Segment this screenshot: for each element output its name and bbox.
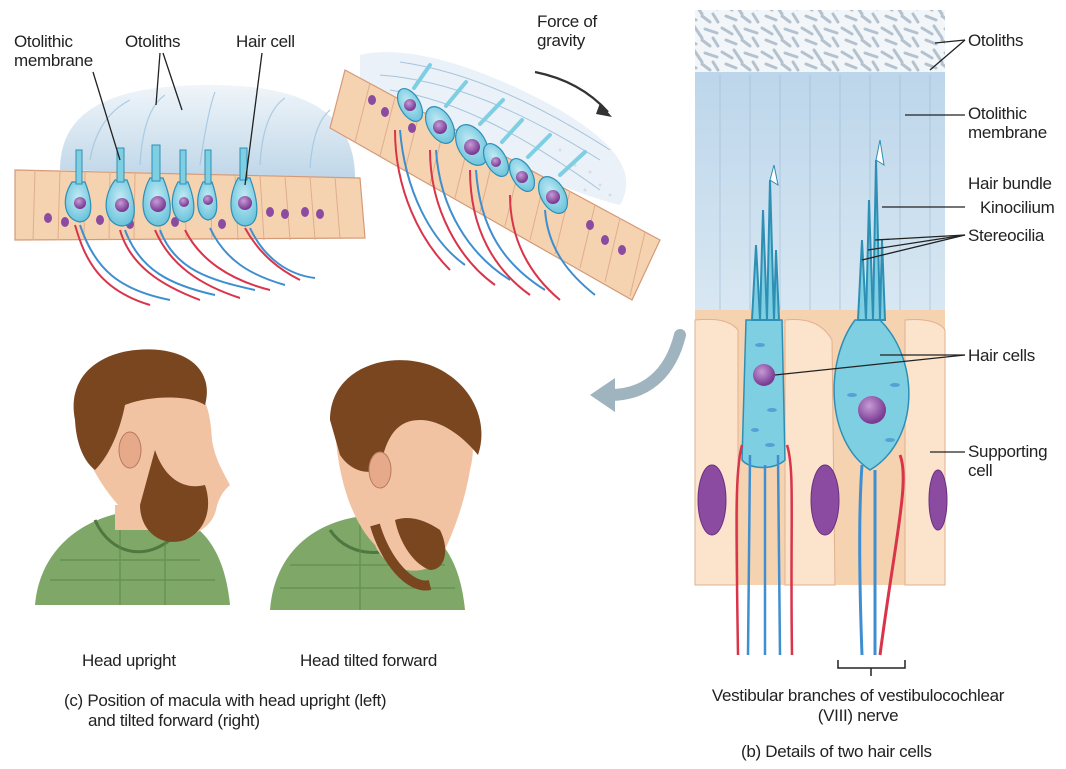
macula-tilted-diagram <box>330 52 660 300</box>
label-line: Otolithic <box>968 104 1047 123</box>
label-otolithic-membrane-b: Otolithic membrane <box>968 104 1047 142</box>
label-line: membrane <box>14 51 93 70</box>
label-line: cell <box>968 461 1064 480</box>
caption-c: (c) Position of macula with head upright… <box>64 691 386 731</box>
caption-c-line-1: (c) Position of macula with head upright… <box>64 691 386 711</box>
label-line: Force of <box>537 12 597 31</box>
label-force-of-gravity: Force of gravity <box>537 12 597 50</box>
curved-arrow-icon <box>590 335 680 412</box>
nerve-label: Vestibular branches of vestibulocochlear… <box>628 686 1066 726</box>
label-supporting-cell: Supporting cell <box>968 442 1064 480</box>
macula-upright-diagram <box>15 53 365 305</box>
label-stereocilia: Stereocilia <box>968 226 1064 245</box>
label-line: gravity <box>537 31 597 50</box>
label-line: membrane <box>968 123 1047 142</box>
head-tilted-illustration <box>270 360 481 610</box>
label-otoliths-b: Otoliths <box>968 31 1023 50</box>
label-head-upright: Head upright <box>82 651 176 671</box>
label-kinocilium: Kinocilium <box>980 198 1064 217</box>
caption-b: (b) Details of two hair cells <box>741 742 932 762</box>
label-otolithic-membrane-a: Otolithic membrane <box>14 32 93 70</box>
nerve-label-line-1: Vestibular branches of vestibulocochlear <box>628 686 1066 706</box>
label-hair-bundle: Hair bundle <box>968 174 1064 193</box>
nerve-label-line-2: (VIII) nerve <box>628 706 1066 726</box>
label-line: Otolithic <box>14 32 93 51</box>
label-hair-cell-a: Hair cell <box>236 32 295 51</box>
head-upright-illustration <box>35 349 230 605</box>
label-head-tilted-forward: Head tilted forward <box>300 651 437 671</box>
hair-cell-detail-diagram <box>695 10 965 676</box>
label-otoliths-a: Otoliths <box>125 32 180 51</box>
caption-c-line-2: and tilted forward (right) <box>64 711 386 731</box>
label-hair-cells: Hair cells <box>968 346 1035 365</box>
label-line: Supporting <box>968 442 1064 461</box>
